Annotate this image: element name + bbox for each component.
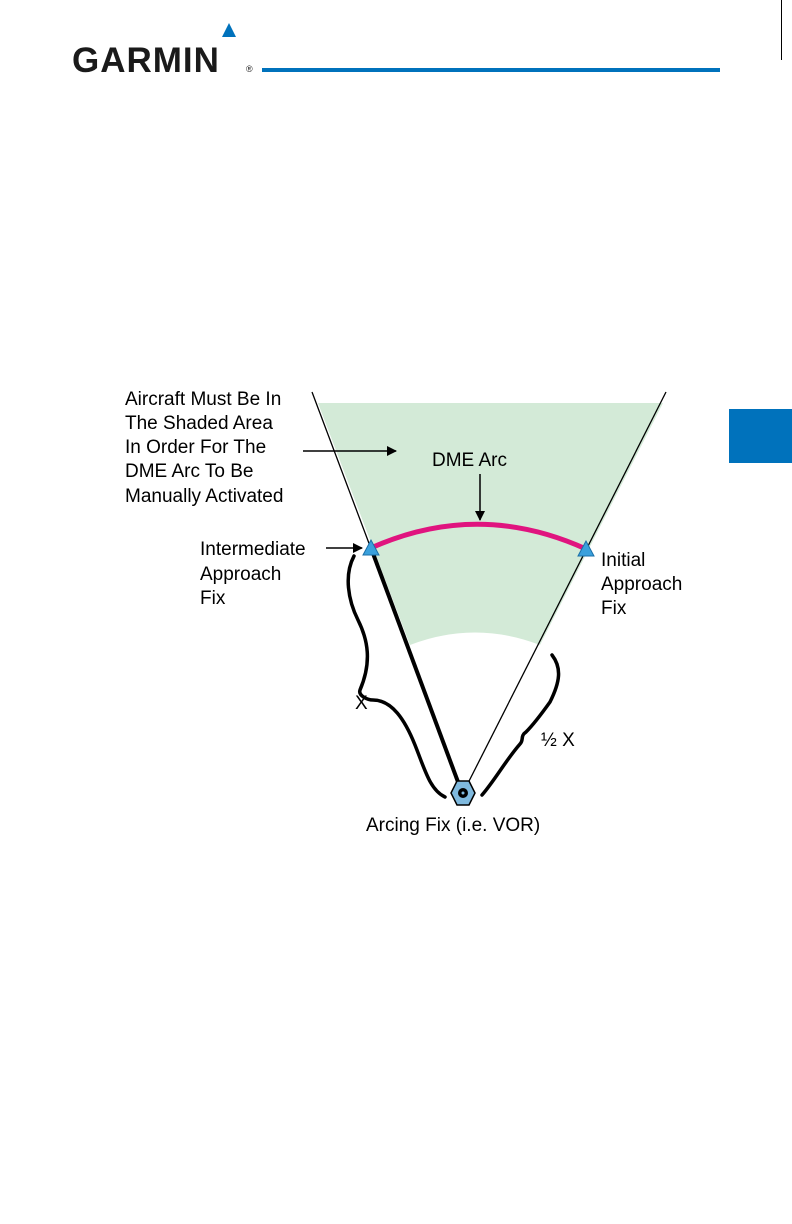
arcing-fix-label: Arcing Fix (i.e. VOR): [366, 815, 540, 836]
intermediate-fix-label-line: Intermediate: [200, 539, 306, 560]
shaded-area-label: Aircraft Must Be In The Shaded Area In O…: [125, 389, 287, 507]
shaded-area-label-line: Manually Activated: [125, 486, 283, 507]
shaded-area-label-line: The Shaded Area: [125, 413, 273, 434]
distance-x-label: X: [355, 693, 368, 714]
initial-fix-label-line: Initial: [601, 550, 645, 571]
intermediate-fix-label: Intermediate Approach Fix: [200, 539, 311, 609]
intermediate-fix-label-line: Fix: [200, 588, 226, 609]
half-distance-label: ½ X: [541, 730, 575, 751]
shaded-area-label-line: In Order For The: [125, 437, 266, 458]
intermediate-fix-label-line: Approach: [200, 564, 281, 585]
shaded-area-label-line: Aircraft Must Be In: [125, 389, 281, 410]
vor-icon: [451, 781, 475, 805]
dme-arc-label: DME Arc: [432, 450, 507, 471]
half-distance-brace: [482, 655, 559, 795]
shaded-area-label-line: DME Arc To Be: [125, 461, 253, 482]
initial-fix-label-line: Fix: [601, 598, 627, 619]
initial-fix-label-line: Approach: [601, 574, 682, 595]
initial-fix-label: Initial Approach Fix: [601, 550, 688, 619]
